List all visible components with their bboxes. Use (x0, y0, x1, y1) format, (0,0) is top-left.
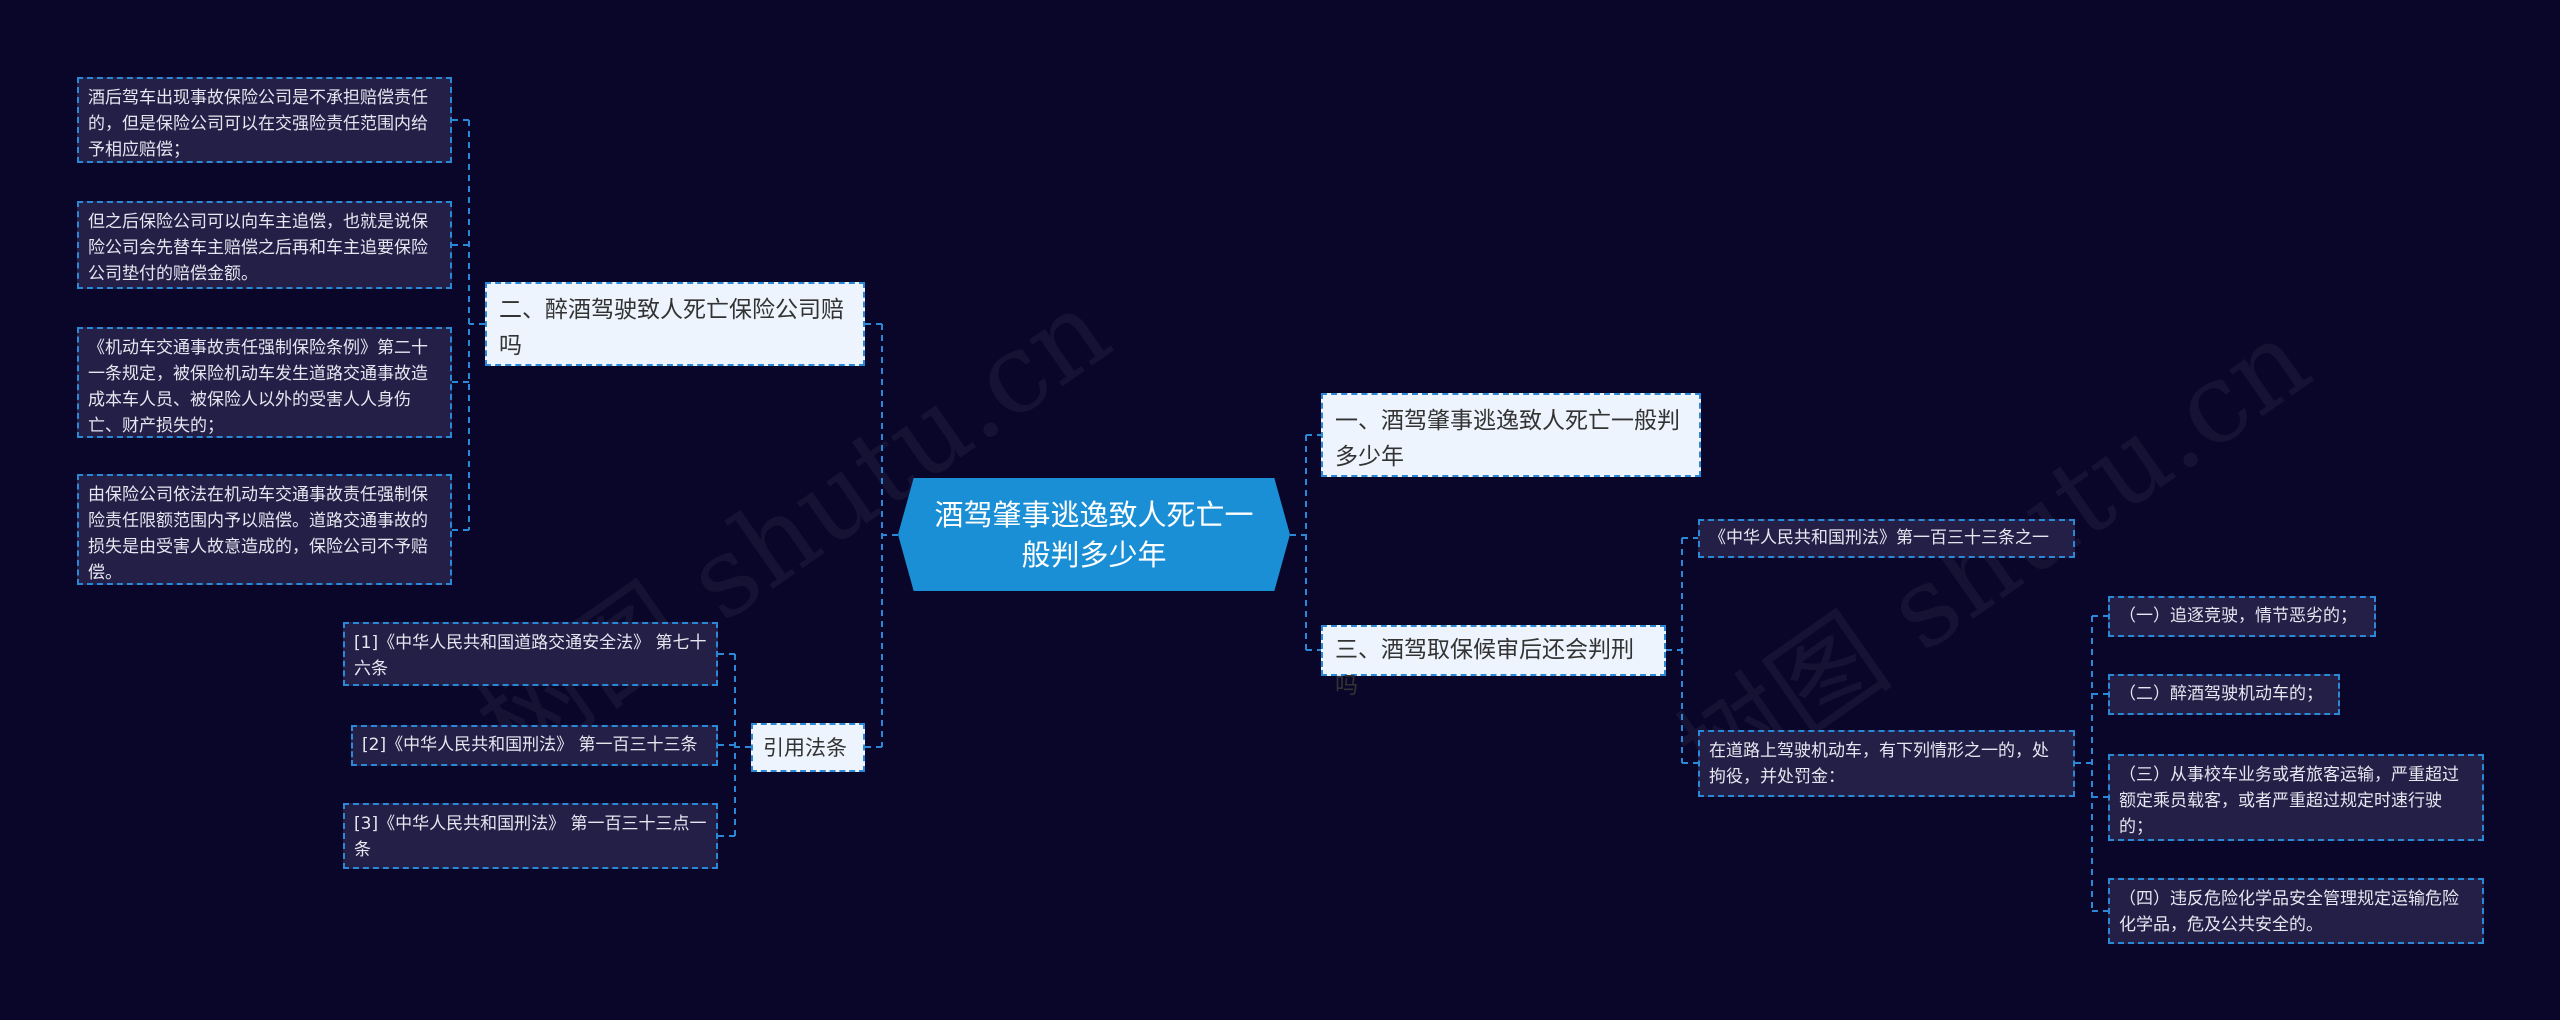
branch-bail-sentencing[interactable]: 三、酒驾取保候审后还会判刑吗 (1321, 625, 1666, 699)
branch-label: 三、酒驾取保候审后还会判刑吗 (1335, 637, 1634, 699)
condition-item[interactable]: （一）追逐竞驶，情节恶劣的； (2108, 596, 2376, 637)
branch-label: 二、醉酒驾驶致人死亡保险公司赔吗 (499, 297, 844, 359)
branch-label: 引用法条 (763, 736, 847, 760)
reference-item[interactable]: [2]《中华人民共和国刑法》 第一百三十三条 (351, 725, 718, 766)
central-topic-label: 酒驾肇事逃逸致人死亡一般判多少年 (934, 497, 1254, 572)
law-article[interactable]: 《中华人民共和国刑法》第一百三十三条之一 (1698, 519, 2075, 558)
branch-sentence-length[interactable]: 一、酒驾肇事逃逸致人死亡一般判多少年 (1321, 393, 1701, 477)
central-topic[interactable]: 酒驾肇事逃逸致人死亡一般判多少年 (898, 478, 1290, 591)
condition-item[interactable]: （三）从事校车业务或者旅客运输，严重超过额定乘员载客，或者严重超过规定时速行驶的… (2108, 754, 2484, 841)
branch-insurance-payout[interactable]: 二、醉酒驾驶致人死亡保险公司赔吗 (485, 282, 865, 366)
leaf-node[interactable]: 由保险公司依法在机动车交通事故责任强制保险责任限额范围内予以赔偿。道路交通事故的… (77, 474, 452, 585)
condition-item[interactable]: （四）违反危险化学品安全管理规定运输危险化学品，危及公共安全的。 (2108, 878, 2484, 944)
leaf-node[interactable]: 但之后保险公司可以向车主追偿，也就是说保险公司会先替车主赔偿之后再和车主追要保险… (77, 201, 452, 289)
reference-item[interactable]: [1]《中华人民共和国道路交通安全法》 第七十六条 (343, 622, 718, 686)
condition-item[interactable]: （二）醉酒驾驶机动车的； (2108, 674, 2340, 715)
leaf-node[interactable]: 《机动车交通事故责任强制保险条例》第二十一条规定，被保险机动车发生道路交通事故造… (77, 327, 452, 438)
branch-label: 一、酒驾肇事逃逸致人死亡一般判多少年 (1335, 408, 1680, 470)
leaf-node[interactable]: 酒后驾车出现事故保险公司是不承担赔偿责任的，但是保险公司可以在交强险责任范围内给… (77, 77, 452, 163)
reference-item[interactable]: [3]《中华人民共和国刑法》 第一百三十三点一条 (343, 803, 718, 869)
law-rule[interactable]: 在道路上驾驶机动车，有下列情形之一的，处拘役，并处罚金： (1698, 730, 2075, 797)
branch-cited-laws[interactable]: 引用法条 (751, 723, 865, 772)
